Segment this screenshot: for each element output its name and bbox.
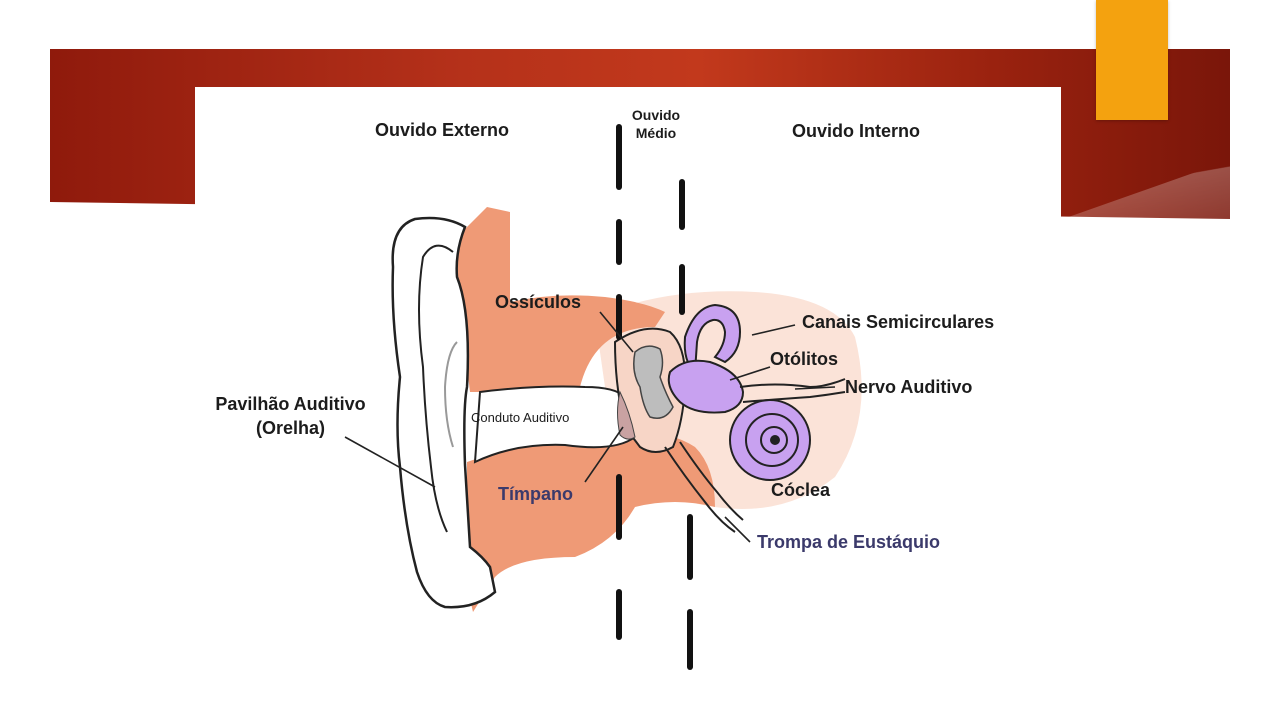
auditory-nerve-lower xyxy=(742,391,846,403)
leader-ossiculos xyxy=(599,311,634,353)
label-nervo: Nervo Auditivo xyxy=(845,377,973,397)
section-label-middle: Ouvido Médio xyxy=(621,106,691,142)
label-otolitos: Otólitos xyxy=(770,349,838,369)
ear-diagram: Ouvido Externo Ouvido Médio Ouvido Inter… xyxy=(195,87,1061,700)
leader-trompa xyxy=(724,516,751,543)
cochlea-turn-3 xyxy=(760,426,788,454)
skull-tissue-lower xyxy=(467,431,715,612)
label-trompa: Trompa de Eustáquio xyxy=(757,532,941,552)
label-coclea: Cóclea xyxy=(771,480,831,500)
label-pavilhao: Pavilhão Auditivo (Orelha) xyxy=(203,392,378,440)
label-pavilhao-line2: (Orelha) xyxy=(255,418,325,438)
section-label-middle-line2: Médio xyxy=(635,125,677,141)
skull-tissue xyxy=(457,207,665,392)
eustachian-tube xyxy=(664,446,736,533)
leader-canais xyxy=(751,324,796,336)
ear-anatomy-drawing xyxy=(344,124,862,670)
label-canais: Canais Semicirculares xyxy=(802,312,995,332)
ossicles xyxy=(633,345,674,419)
label-ossiculos: Ossículos xyxy=(495,292,582,312)
section-label-middle-line1: Ouvido xyxy=(631,107,681,123)
cochlea-turn-2 xyxy=(745,413,799,467)
accent-tab xyxy=(1096,0,1168,120)
label-conduto: Conduto Auditivo xyxy=(471,410,570,425)
leader-timpano xyxy=(584,426,624,483)
label-timpano: Tímpano xyxy=(498,484,573,504)
section-label-external: Ouvido Externo xyxy=(375,120,510,140)
label-pavilhao-line1: Pavilhão Auditivo xyxy=(215,394,366,414)
leader-nervo xyxy=(794,386,836,390)
leader-lines xyxy=(344,311,836,543)
leader-pavilhao xyxy=(344,436,436,488)
cochlea-center xyxy=(770,435,780,445)
vestibule xyxy=(667,359,745,414)
section-dividers xyxy=(616,124,693,670)
inner-ear xyxy=(667,303,811,481)
auditory-nerve xyxy=(739,378,846,389)
section-label-internal: Ouvido Interno xyxy=(792,121,920,141)
semicircular-canals xyxy=(683,303,742,375)
pinna-fold-inner xyxy=(443,341,458,448)
leader-otolitos xyxy=(729,366,771,381)
eustachian-tube-outline xyxy=(679,441,744,521)
